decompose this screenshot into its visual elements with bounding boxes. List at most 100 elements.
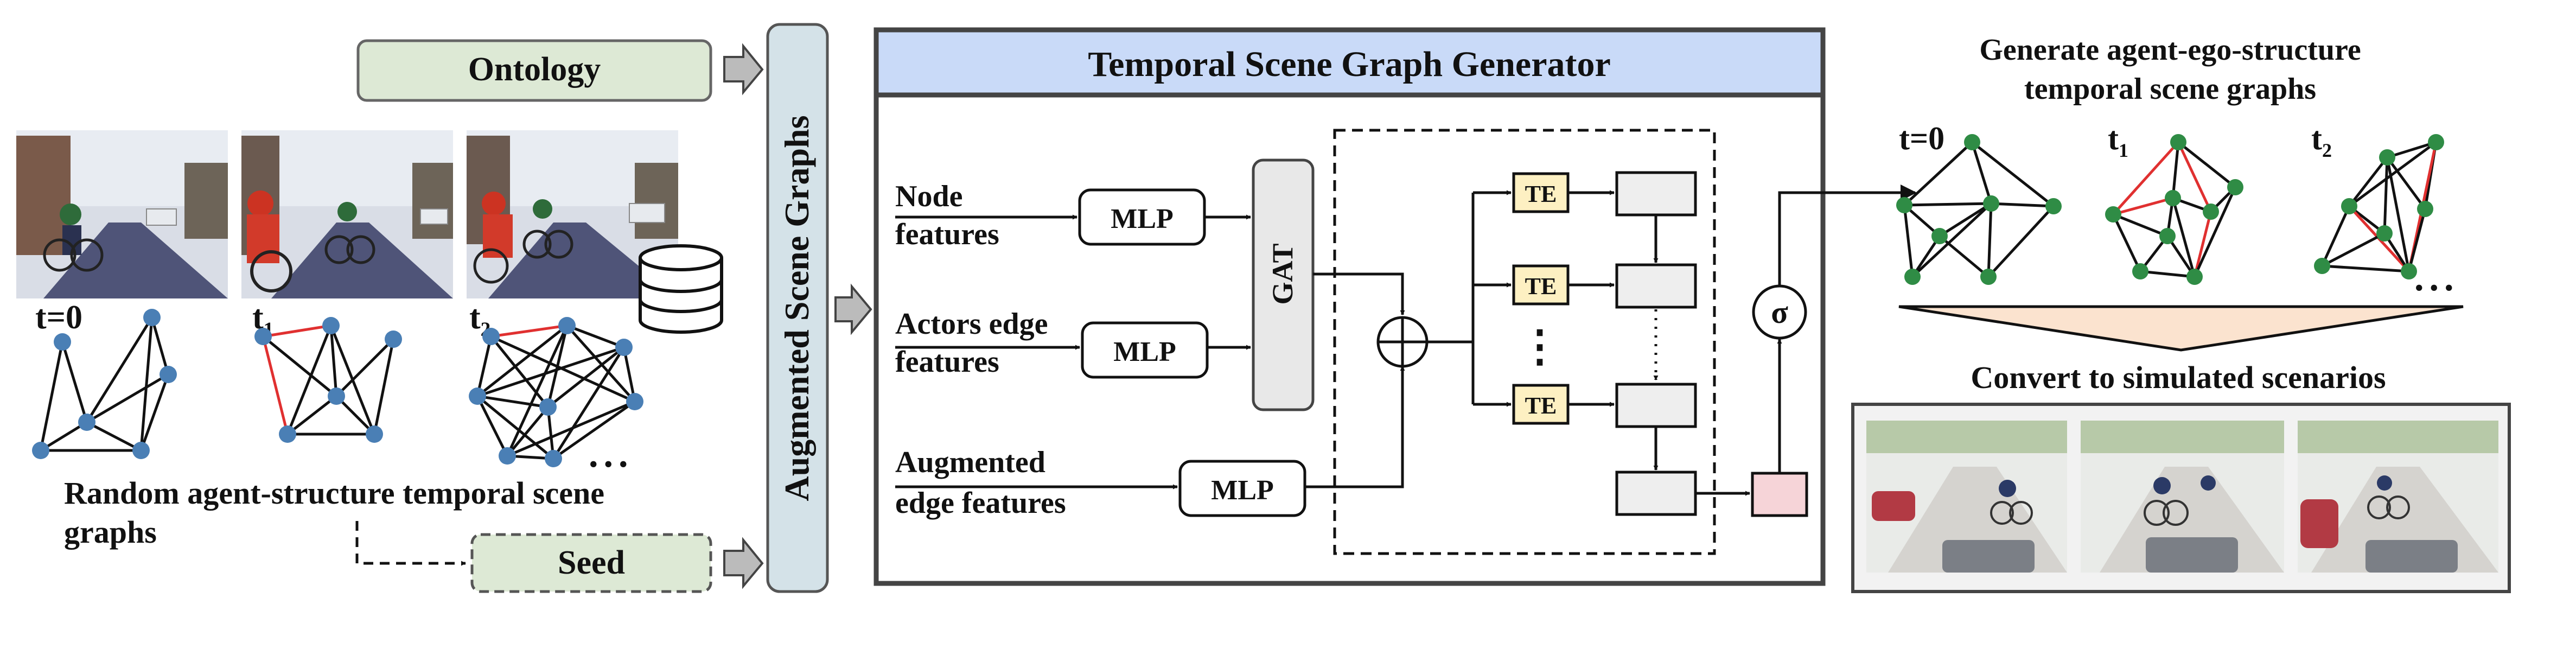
graph-edge [566, 324, 624, 349]
te-box-3: TE [1512, 384, 1570, 425]
output-time-label-t0: t=0 [1899, 120, 1944, 156]
graph-node [1964, 134, 1980, 150]
graph-node [2379, 149, 2395, 166]
graph-edge [286, 325, 333, 435]
graph-edge [139, 317, 154, 451]
simulated-frame-2 [2081, 421, 2284, 573]
seed-box: Seed [470, 533, 712, 593]
ontology-arrow [723, 43, 764, 96]
highlighted-edge [263, 324, 331, 338]
graph-edge [2407, 208, 2427, 272]
graph-node [2417, 201, 2433, 217]
temporal-encoding-block [1333, 129, 1716, 555]
input-graph-t2 [469, 317, 643, 467]
node-features-label-line1: Node [895, 180, 962, 213]
output-embedding-box [1751, 472, 1808, 517]
graph-edge [2177, 141, 2236, 188]
graph-node [1931, 228, 1948, 244]
graph-node [2159, 228, 2176, 244]
te-box-2: TE [1512, 264, 1570, 306]
highlighted-edge [2112, 141, 2179, 215]
graph-node [132, 442, 150, 459]
graph-node [2227, 179, 2243, 195]
graph-edge [552, 346, 626, 460]
graph-node [1896, 197, 1912, 213]
graph-node [2341, 198, 2357, 214]
highlighted-edge [262, 336, 289, 435]
output-ellipsis: ... [2414, 257, 2459, 299]
simulated-frame-1 [1866, 421, 2067, 573]
graph-edge [373, 339, 395, 435]
mlp-box-augmented: MLP [1178, 460, 1306, 517]
graph-node [366, 425, 383, 443]
graph-edge [1904, 202, 1992, 207]
input-ellipsis: ... [589, 434, 634, 475]
graph-node [2105, 206, 2121, 223]
graph-node [1904, 269, 1921, 285]
graph-edge [477, 346, 624, 398]
actors-edge-label-line1: Actors edge [895, 307, 1048, 341]
graph-edge [139, 374, 170, 451]
graph-edge [476, 336, 493, 397]
graph-edge [477, 395, 549, 409]
graph-edge [2348, 141, 2437, 208]
graph-edge [335, 395, 375, 435]
graph-edge [2320, 205, 2351, 267]
graph-edge [329, 325, 338, 397]
graph-node [2165, 190, 2181, 206]
graph-node [254, 328, 272, 345]
simulated-frame-3 [2298, 421, 2498, 573]
conversion-funnel [1898, 305, 2464, 352]
graph-node [2203, 204, 2219, 220]
input-graphs [32, 309, 643, 467]
graph-edge [1903, 141, 1973, 206]
graph-node [78, 414, 95, 431]
graph-node [545, 450, 562, 467]
graph-edge [2140, 270, 2195, 278]
graph-node [2045, 198, 2062, 214]
generator-title: Temporal Scene Graph Generator [1088, 45, 1611, 84]
highlighted-edge [490, 324, 568, 338]
input-graph-t1 [254, 317, 402, 443]
output-graph-t2 [2314, 134, 2444, 279]
hidden-state-box-1 [1615, 171, 1697, 217]
augmented-edge-label-line1: Augmented [895, 446, 1045, 479]
mlp-actors-label: MLP [1113, 336, 1176, 367]
graph-edge [1903, 205, 1914, 277]
hidden-state-box-2 [1615, 263, 1697, 309]
seed-dashed-connector [355, 521, 466, 566]
graph-node [143, 309, 161, 326]
graph-edge [61, 341, 88, 423]
graph-edge [2387, 141, 2437, 159]
graph-edge [490, 335, 549, 408]
graph-edge [39, 341, 64, 451]
graph-edge [1987, 203, 1993, 277]
augmented-edge-label-line2: edge features [895, 486, 1066, 520]
gat-box: GAT [1252, 158, 1315, 411]
convert-label: Convert to simulated scenarios [1971, 360, 2386, 395]
graph-edge [476, 395, 509, 457]
graph-edge [1939, 202, 1992, 238]
graph-node [385, 330, 402, 348]
graph-node [1983, 195, 1999, 212]
actors-edge-label-line2: features [895, 345, 999, 379]
random-graphs-caption-line2: graphs [64, 514, 157, 550]
graph-node [2314, 258, 2330, 274]
graph-edge [506, 406, 549, 457]
te-label-2: TE [1525, 273, 1557, 300]
graph-node [482, 328, 500, 345]
graph-edge [506, 325, 569, 457]
graph-edge [150, 317, 170, 375]
graph-edge [2383, 157, 2389, 234]
graph-node [469, 387, 486, 405]
graph-edge [1911, 235, 1941, 278]
graph-edge [2171, 198, 2196, 277]
graph-edge [476, 395, 554, 460]
graph-edge [2112, 213, 2142, 272]
graph-node [279, 425, 296, 443]
graph-edge [86, 373, 169, 424]
graph-node [2170, 134, 2186, 150]
graph-edge [1939, 235, 1990, 278]
output-graph-t1 [2105, 134, 2243, 285]
